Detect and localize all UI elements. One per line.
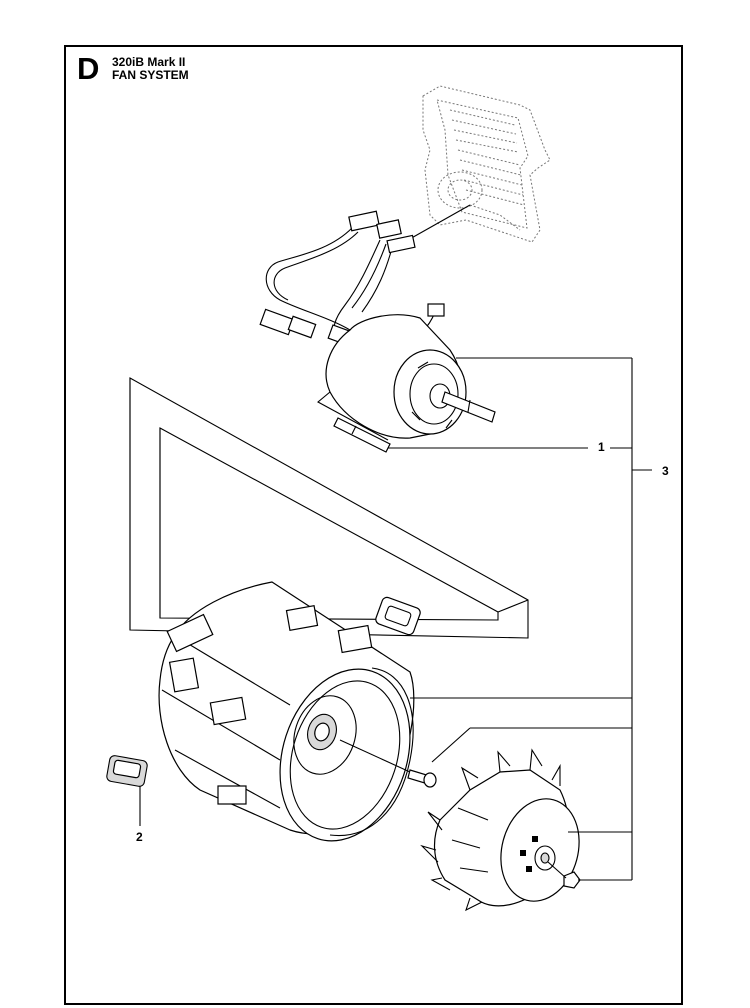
callout-3: 3 [662,464,669,478]
section-title: FAN SYSTEM [112,68,189,82]
grommet [106,755,148,787]
callout-2: 2 [136,830,143,844]
diagram-frame [64,45,683,1005]
leader-lines [139,357,652,881]
fan-housing [158,581,415,842]
mounting-plate-outline [129,377,529,639]
motor [317,314,496,453]
gasket [375,596,421,636]
impeller [420,748,581,912]
control-board-outline [407,85,551,243]
screw [339,739,437,788]
model-name: 320iB Mark II [112,55,186,69]
section-letter: D [77,51,100,86]
callout-1: 1 [598,440,605,454]
